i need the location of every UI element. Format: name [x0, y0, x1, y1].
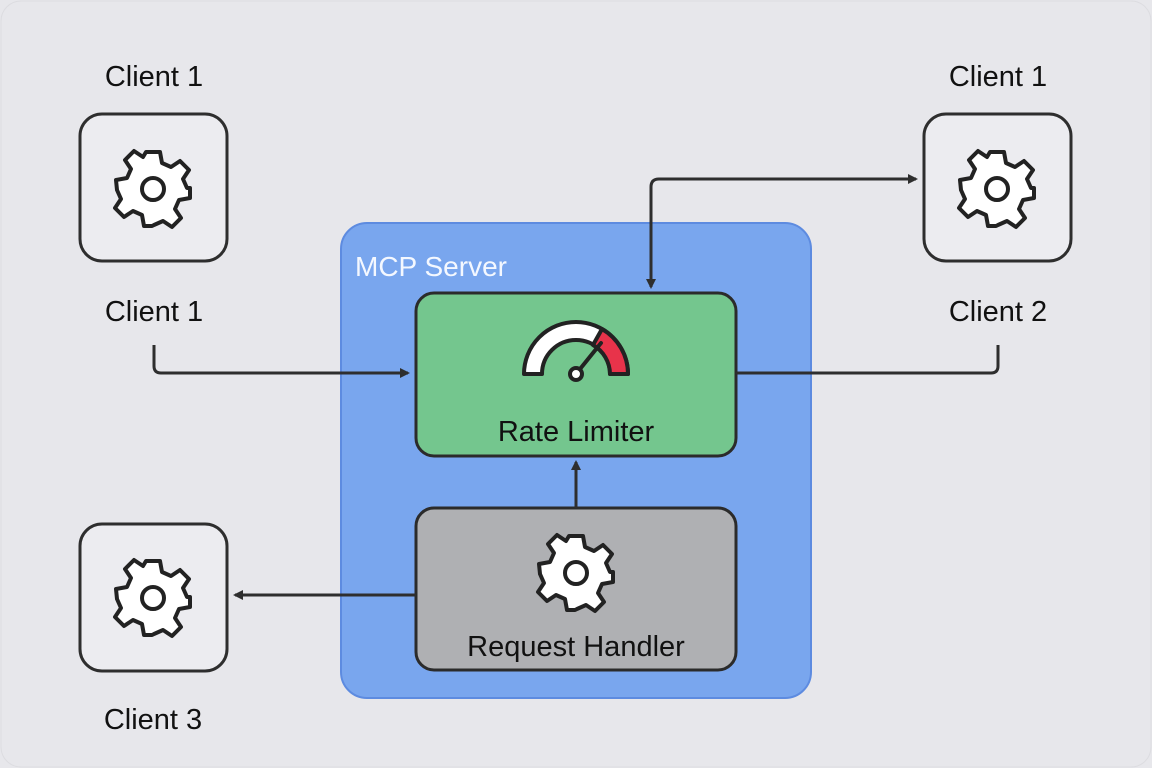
request-handler-label: Request Handler	[467, 631, 685, 663]
client-right-output-label: Client 2	[949, 296, 1047, 328]
client-bottom-left-gear-icon	[113, 558, 192, 638]
client-left-input-label: Client 1	[105, 296, 203, 328]
speedometer-icon	[522, 320, 630, 382]
rate-limiter-label: Rate Limiter	[498, 416, 655, 448]
mcp-server-title: MCP Server	[355, 251, 507, 282]
client-bottom-left-label: Client 3	[104, 704, 202, 736]
client-top-left-gear-icon	[113, 149, 192, 229]
handler-gear-icon	[536, 533, 615, 613]
arrow-to-top-right-client	[649, 174, 918, 287]
client-top-right-label: Client 1	[949, 61, 1047, 93]
arrow-client1-to-rate-limiter	[152, 345, 410, 378]
client-top-left-label: Client 1	[105, 61, 203, 93]
line-rate-limiter-to-client2	[736, 345, 1000, 375]
client-top-right-gear-icon	[957, 149, 1036, 229]
